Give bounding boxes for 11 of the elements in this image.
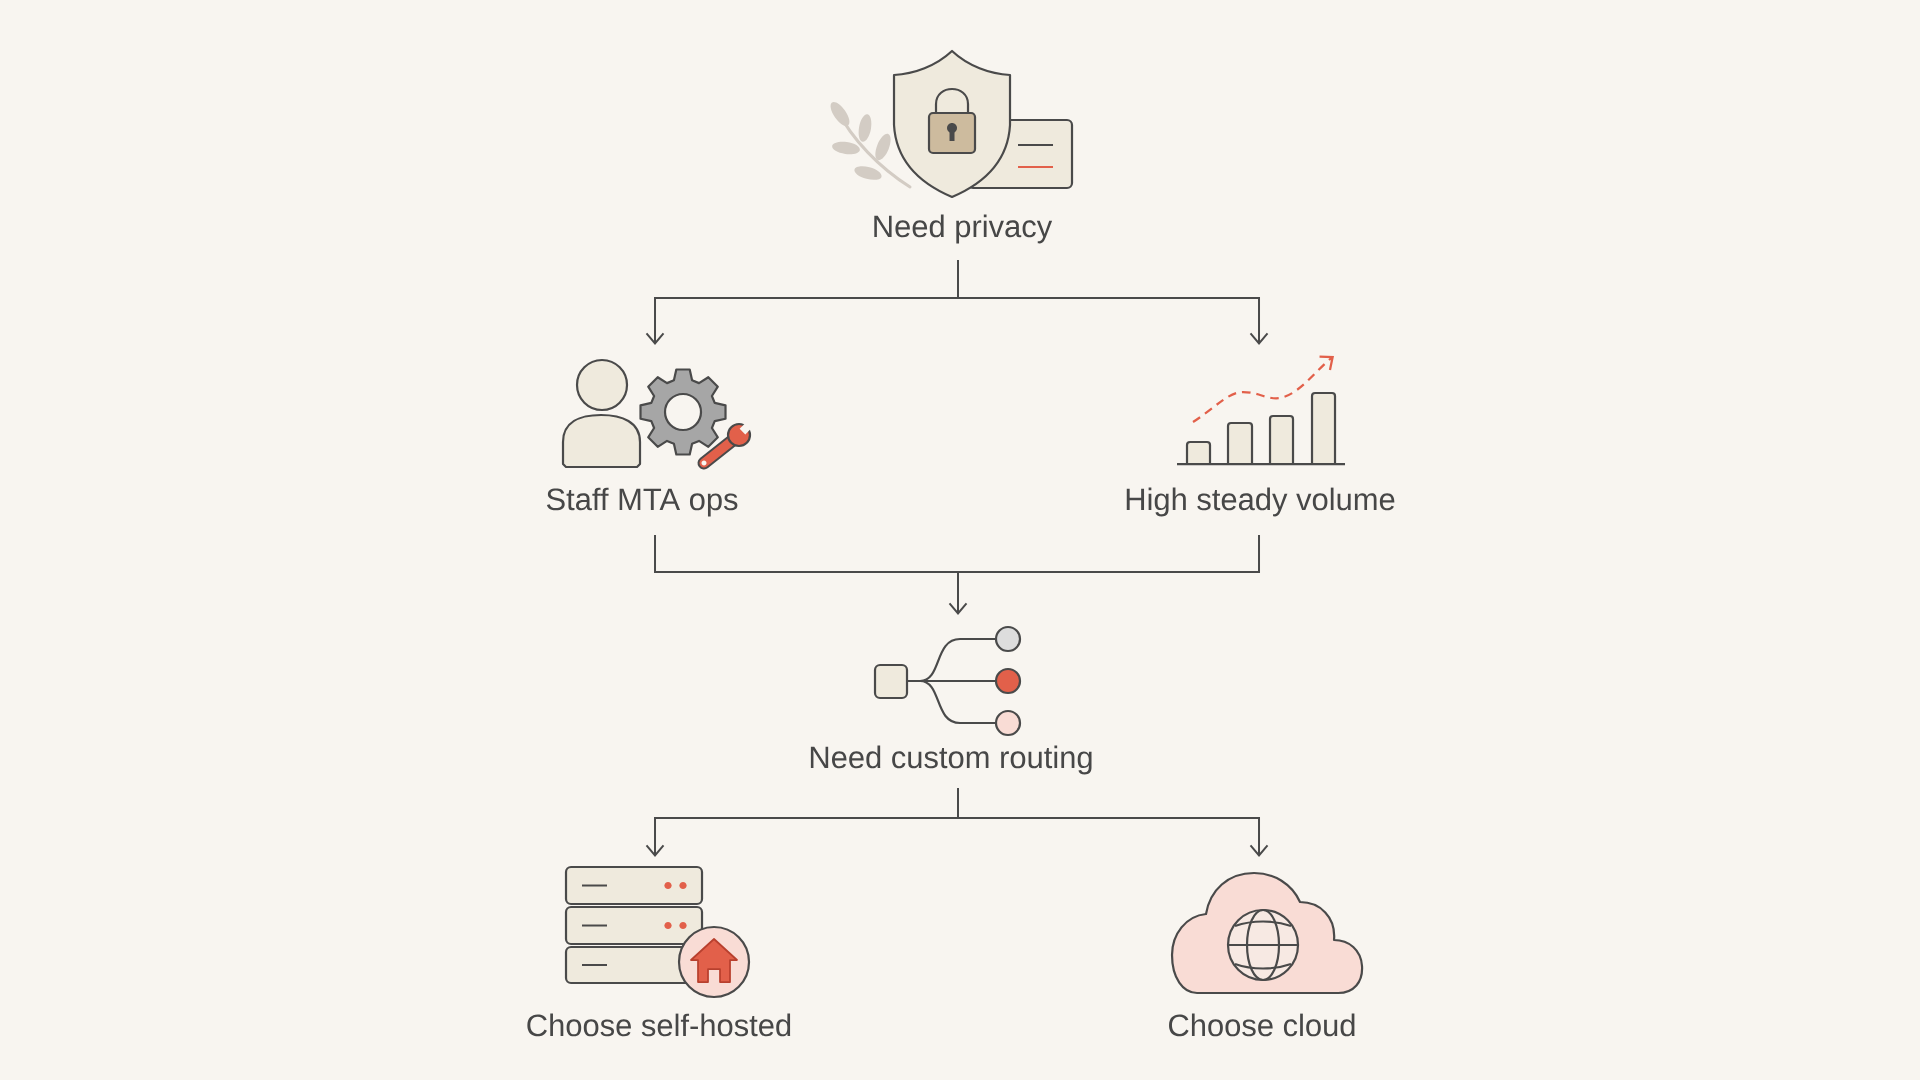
arrow xyxy=(957,817,1269,857)
arrow xyxy=(957,297,1269,345)
node-label: Need privacy xyxy=(874,214,1053,244)
arrow xyxy=(645,817,959,857)
node-label: Choose self-hosted xyxy=(527,1013,791,1037)
arrow xyxy=(645,297,959,345)
node-label: Staff MTA ops xyxy=(546,487,738,517)
arrow xyxy=(948,571,968,615)
node-label: Need custom routing xyxy=(810,745,1092,775)
node-label: High steady volume xyxy=(1126,487,1395,517)
node-label: Choose cloud xyxy=(1169,1013,1355,1037)
